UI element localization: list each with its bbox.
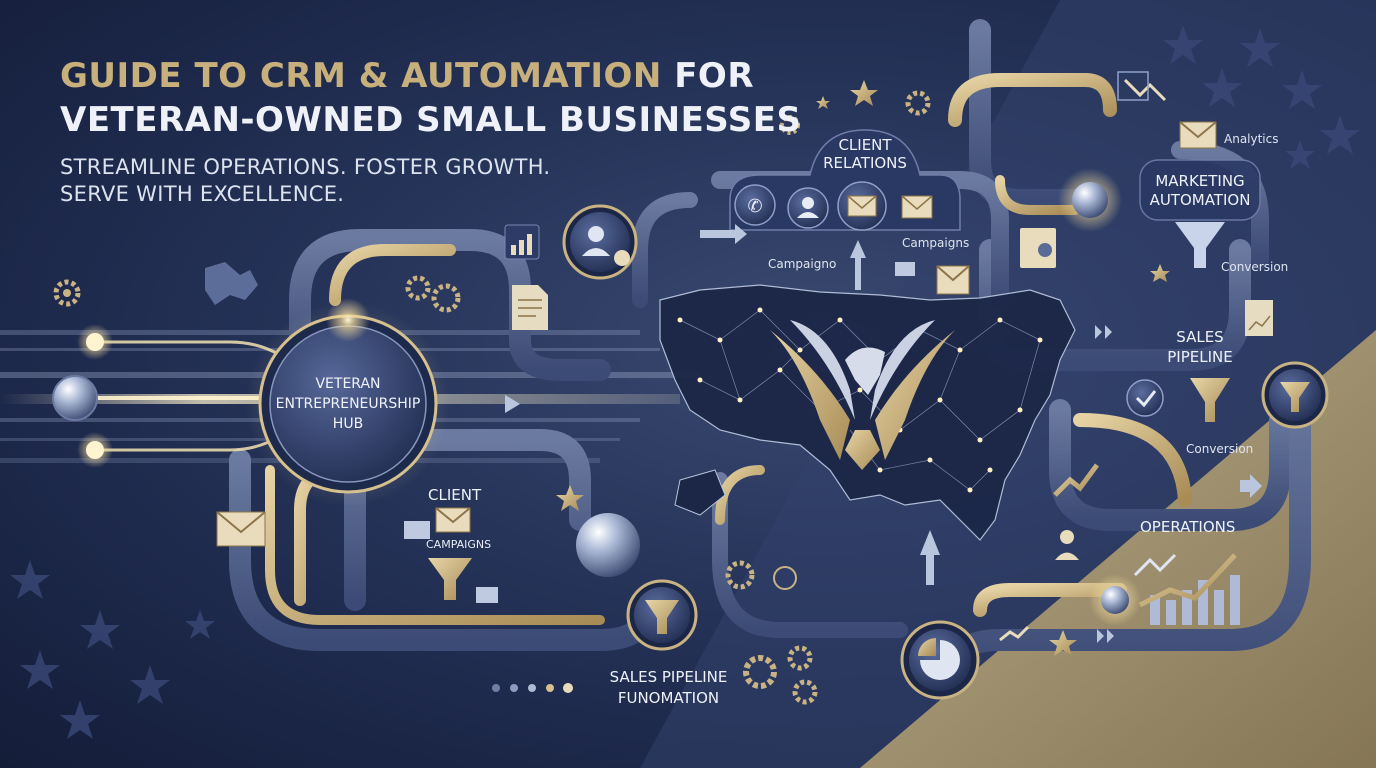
check-icon: [1135, 390, 1157, 408]
marketing-automation-label: MARKETING AUTOMATION: [1140, 172, 1260, 210]
funnel-sales-pipeline: [1190, 378, 1230, 422]
sales-funnel-label: SALES PIPELINE FUNOMATION: [606, 667, 731, 709]
bar-chart-icon: [504, 224, 540, 260]
conversion-label-mid: Conversion: [1186, 442, 1254, 456]
envelope-icons: [216, 121, 1217, 603]
left-orbs: [52, 324, 113, 468]
user-icon: [588, 226, 604, 242]
sales-funnel-line2: FUNOMATION: [617, 689, 720, 707]
funnel-node-right[interactable]: [1261, 361, 1329, 429]
pie-node[interactable]: [900, 620, 980, 700]
pie-chart-icon: [920, 640, 960, 680]
funnel-node-bottom[interactable]: [626, 579, 698, 651]
analytics-doc-icon: [1020, 228, 1273, 336]
growth-chart: [999, 71, 1240, 642]
background-stars: [10, 25, 1360, 739]
hub-label: VETERAN ENTREPRENEURSHIP HUB: [268, 374, 428, 434]
page-title: GUIDE TO CRM & AUTOMATION FOR: [60, 56, 754, 96]
hub-label-line1: VETERAN: [315, 376, 381, 392]
funnel-icon-lower: [428, 558, 472, 600]
sales-funnel-line1: SALES PIPELINE: [609, 668, 728, 686]
contact-icon: [802, 197, 814, 209]
funnel-marketing: [1175, 222, 1225, 268]
glow-junctions: [576, 168, 1141, 626]
tagline-line1: STREAMLINE OPERATIONS. FOSTER GROWTH.: [60, 155, 551, 179]
operations-label: OPERATIONS: [1140, 518, 1236, 536]
user-node[interactable]: [562, 204, 638, 280]
tagline-line2: SERVE WITH EXCELLENCE.: [60, 182, 345, 206]
gold-corner: [860, 330, 1376, 768]
arrow-icons: [505, 224, 1262, 643]
email-node[interactable]: [837, 181, 887, 231]
title-gold-part: GUIDE TO CRM & AUTOMATION: [60, 56, 662, 96]
envelope-icon-2: [901, 195, 933, 219]
hub-label-line2: ENTREPRENEURSHIP: [275, 396, 421, 412]
marketing-automation-panel: [1139, 159, 1261, 221]
document-icon: [512, 285, 548, 330]
client-label-lower: CLIENT: [428, 486, 482, 504]
person-icon: [1055, 530, 1079, 560]
client-relations-line1: CLIENT: [838, 136, 892, 154]
client-relations-label: CLIENT RELATIONS: [810, 136, 920, 172]
star-icons: [556, 80, 1170, 656]
conversion-label-top: Conversion: [1221, 260, 1289, 274]
analytics-label: Analytics: [1224, 132, 1279, 146]
hub-circle: [246, 298, 450, 506]
phone-icon: ✆: [747, 196, 762, 217]
marketing-line2: AUTOMATION: [1149, 191, 1251, 209]
chess-knight-icon: [205, 262, 258, 305]
title-white-part: FOR: [674, 56, 755, 96]
gear-icon: [53, 90, 931, 705]
funnel-icon: [1280, 382, 1310, 412]
sales-line1: SALES: [1176, 328, 1224, 346]
check-node[interactable]: [1126, 379, 1164, 417]
campaigns-label-top: Campaigns: [902, 236, 970, 250]
phone-node[interactable]: ✆: [734, 184, 776, 226]
hub-label-line3: HUB: [332, 416, 364, 432]
campaigno-label: Campaigno: [768, 257, 837, 271]
campaigns-label-lower: CAMPAIGNS: [426, 538, 492, 551]
sales-line2: PIPELINE: [1167, 348, 1233, 366]
marketing-line1: MARKETING: [1155, 172, 1245, 190]
progress-dots: [492, 683, 573, 693]
contact-node[interactable]: [787, 187, 829, 229]
funnel-icon: [645, 600, 679, 634]
page-title-line2: VETERAN-OWNED SMALL BUSINESSES: [60, 100, 802, 140]
envelope-icon: [847, 195, 877, 217]
eagle-emblem: [770, 320, 955, 470]
sales-pipeline-label: SALES PIPELINE: [1160, 327, 1240, 367]
client-relations-line2: RELATIONS: [823, 154, 907, 172]
